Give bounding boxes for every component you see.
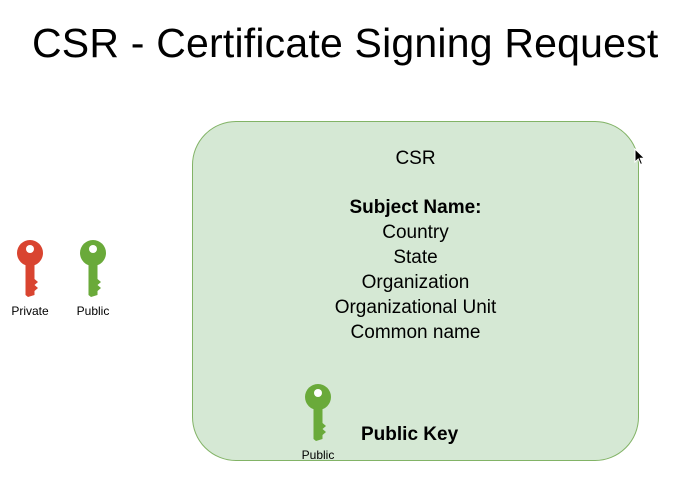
private-key-label: Private	[11, 304, 49, 318]
subject-name-title: Subject Name:	[349, 197, 482, 218]
public-key-title: Public Key	[361, 424, 459, 445]
csr-public-key-icon	[303, 383, 333, 441]
subject-field-organizational-unit: Organizational Unit	[334, 297, 497, 318]
public-key-label: Public	[76, 304, 110, 318]
subject-field-common-name: Common name	[350, 322, 481, 343]
subject-name-block: Subject Name: Country State Organization…	[192, 195, 639, 345]
private-key-icon	[15, 239, 45, 297]
csr-box	[192, 121, 639, 461]
csr-public-key-label: Public	[301, 448, 335, 462]
subject-field-state: State	[393, 247, 438, 268]
public-key-icon	[78, 239, 108, 297]
mouse-cursor-icon	[634, 147, 646, 171]
subject-field-country: Country	[382, 222, 449, 243]
subject-field-organization: Organization	[361, 272, 470, 293]
csr-heading: CSR	[395, 148, 436, 169]
page-title: CSR - Certificate Signing Request	[32, 20, 659, 66]
